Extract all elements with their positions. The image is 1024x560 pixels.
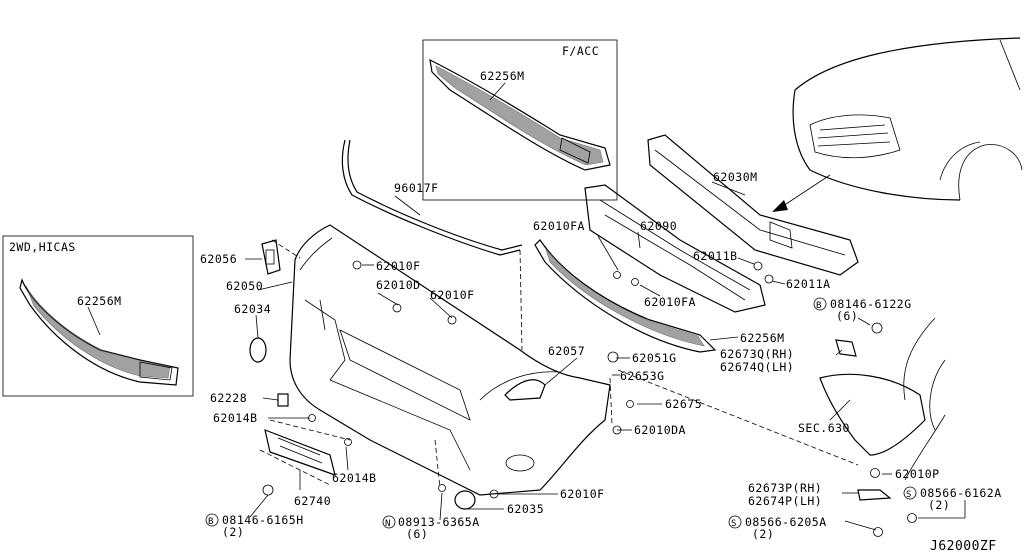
label-08566-6162A-qty: (2) [928,498,950,512]
fastener-symbols [262,260,917,537]
label-08913-6365A-qty: (6) [406,527,428,541]
label-62056: 62056 [200,252,237,266]
label-62030M: 62030M [713,170,758,184]
label-62010F-b: 62010F [430,288,475,302]
label-62256M-facc: 62256M [480,69,525,83]
bracket-62673P [857,489,892,501]
label-62674Q: 62674Q(LH) [720,360,794,374]
label-62050: 62050 [226,279,263,293]
label-62090: 62090 [640,219,677,233]
label-62010D: 62010D [376,278,421,292]
fog-cover-62035 [454,490,476,510]
symbol-screw-08566-6205A: S [728,515,742,529]
label-62010FA-a: 62010FA [533,219,585,233]
label-08566-6205A: 08566-6205A [745,515,827,529]
label-62010P: 62010P [895,467,940,481]
label-62674P: 62674P(LH) [748,494,822,508]
diagram-id: J62000ZF [930,539,997,554]
label-62256M-hicas: 62256M [77,294,122,308]
symbol-screw-08566-6162A: S [903,486,917,500]
vehicle-silhouette [772,37,1023,212]
fog-cover-62034 [249,337,267,363]
symbol-nut-08913-6365A: N [382,515,396,529]
bracket-62673Q [835,339,857,357]
molding-96017F [341,139,523,256]
svg-text:S: S [731,519,736,529]
svg-text:N: N [385,519,390,529]
grille-62256M-facc [429,58,611,171]
label-sec630: SEC.630 [798,421,850,435]
grille-62256M-hicas [19,278,179,386]
absorber-62090 [584,184,766,313]
reinforcement-62030M [647,134,859,276]
label-62010FA-b: 62010FA [644,295,696,309]
label-08146-6122G-qty: (6) [836,309,858,323]
label-62014B-a: 62014B [213,411,258,425]
leader-lines [87,82,966,531]
label-62673P: 62673P(RH) [748,481,822,495]
label-62010F-c: 62010F [560,487,605,501]
label-96017F: 96017F [394,181,439,195]
label-62256M-main: 62256M [740,331,785,345]
inset-title-hicas: 2WD,HICAS [9,240,76,254]
label-08146-6122G: 08146-6122G [830,297,912,311]
label-62034: 62034 [234,302,271,316]
label-08146-6165H: 08146-6165H [222,513,304,527]
inset-frame-hicas [2,235,194,397]
symbol-bolt-08146-6165H: B [205,513,219,527]
assembly-dash-lines [259,239,859,489]
label-62740: 62740 [294,494,331,508]
label-62051G: 62051G [632,351,677,365]
label-08566-6205A-qty: (2) [752,527,774,541]
grille-62256M-main [534,239,717,353]
inset-frame-facc [422,39,618,201]
label-08913-6365A: 08913-6365A [398,515,480,529]
label-62010F-a: 62010F [376,259,421,273]
symbol-bolt-08146-6122G: B [813,297,827,311]
label-08146-6165H-qty: (2) [222,525,244,539]
label-62653G: 62653G [620,369,665,383]
label-08566-6162A: 08566-6162A [920,486,1002,500]
label-62011B: 62011B [693,249,738,263]
label-62035: 62035 [507,502,544,516]
clip-62228 [277,393,289,407]
label-62673Q: 62673Q(RH) [720,347,794,361]
fender-liner-sec630 [819,317,946,481]
svg-text:B: B [816,301,821,311]
bumper-fascia-62050 [289,224,611,496]
bracket-62056 [261,239,281,275]
bracket-62057 [504,379,546,401]
label-62057: 62057 [548,344,585,358]
label-62228: 62228 [210,391,247,405]
svg-text:S: S [906,490,911,500]
license-plate-bracket-62740 [264,429,336,476]
label-62010DA: 62010DA [634,423,686,437]
inset-title-facc: F/ACC [562,44,599,58]
label-62014B-b: 62014B [332,471,377,485]
label-62675: 62675 [665,397,702,411]
label-62011A: 62011A [786,277,831,291]
svg-text:B: B [208,517,213,527]
part-labels: 62256M 62256M 96017F 62030M 62010FA 6209… [77,69,1002,554]
